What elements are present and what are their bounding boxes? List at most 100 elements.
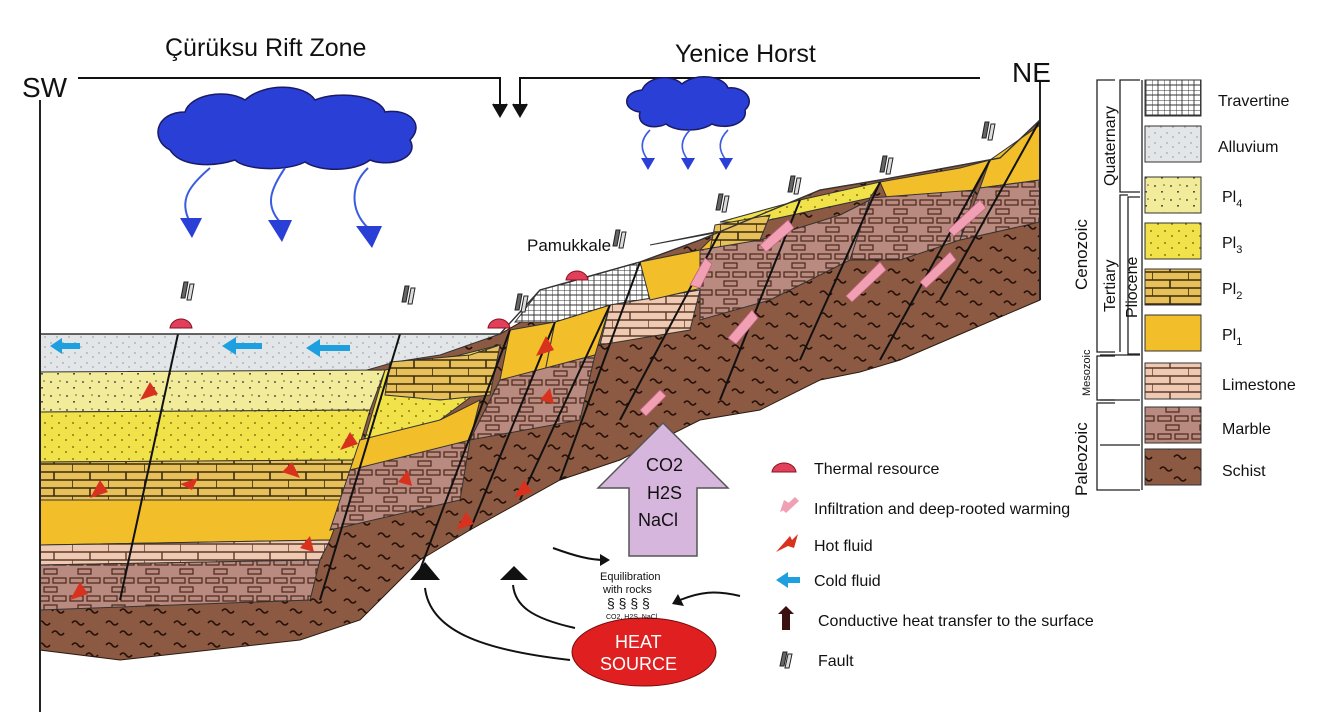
fault-symbol [787, 175, 802, 195]
era-bracket-cenozoic [1096, 79, 1115, 353]
gas-h2s-label: H2S [647, 483, 682, 503]
era-bracket-paleozoic [1096, 402, 1140, 491]
era-bracket-mesozoic [1096, 355, 1115, 401]
fault-symbol [715, 193, 730, 213]
legend-thermal-label: Thermal resource [814, 461, 939, 478]
hot-fluid-arrow [456, 512, 474, 530]
hot-fluid-arrow [398, 470, 412, 486]
heat-source-line2: SOURCE [600, 654, 677, 674]
rain-head [180, 218, 202, 238]
rain-head [641, 158, 655, 170]
pl4-layer-upper [39, 369, 386, 413]
cross-section-body [39, 80, 1041, 712]
hot-fluid-arrow [540, 388, 554, 404]
gas-upflow-arrow: CO2 H2S NaCl [596, 421, 730, 557]
heat-flow-heads [410, 554, 684, 606]
gas-nacl-label: NaCl [638, 510, 678, 530]
legend-fault-label: Fault [818, 653, 854, 670]
legend-hot-fluid-icon [776, 534, 798, 552]
thermal-resources [169, 270, 589, 329]
graben-strata [39, 333, 501, 611]
unit-label-pl4: Pl4 [1222, 189, 1242, 210]
top-brackets [78, 77, 980, 118]
legend-infiltration-label: Infiltration and deep-rooted warming [814, 501, 1070, 518]
fault-symbols [180, 121, 996, 313]
heat-flow-head [410, 562, 440, 580]
rift-zone-bracket [78, 77, 501, 110]
fault-line [559, 261, 641, 481]
equilibration-squiggles: § § § § [607, 595, 650, 611]
fault-symbol [401, 285, 416, 305]
swatch-travertine [1144, 79, 1202, 117]
unit-label-schist: Schist [1222, 463, 1266, 480]
marble-block-a [469, 354, 596, 441]
fault-line [319, 333, 401, 601]
swatch-limestone [1144, 362, 1202, 400]
unit-base: Pl [1222, 235, 1236, 252]
fault-line [469, 321, 556, 531]
marble-block-mid [329, 439, 471, 531]
cold-fluid-arrow [222, 337, 262, 355]
symbol-legend: Thermal resource Infiltration and deep-r… [771, 461, 1094, 670]
rain-left [184, 167, 369, 229]
unit-label-pl1: Pl1 [1222, 327, 1242, 348]
equilibration-small: CO2, H2S, NaCl [606, 614, 658, 621]
heat-source: HEAT SOURCE [571, 617, 717, 687]
fault-line [119, 333, 179, 601]
hot-fluid-arrows [70, 336, 554, 600]
hot-fluid-arrow [180, 478, 198, 490]
legend-infiltration-icon [780, 497, 799, 513]
fault-line [419, 329, 511, 571]
legend-fault-icon [779, 651, 793, 669]
unit-base: Limestone [1222, 377, 1296, 394]
epoch-pliocene-label: Pliocene [1124, 257, 1141, 318]
infiltration-arrow [689, 257, 713, 289]
rain-right-heads [641, 158, 733, 170]
cold-fluid-arrow [50, 338, 80, 354]
column-brackets [1096, 79, 1143, 491]
era-paleozoic-label: Paleozoic [1072, 422, 1091, 496]
cloud-left-shape [157, 86, 417, 170]
legend-cold-fluid-label: Cold fluid [814, 573, 881, 590]
legend-conductive-icon [778, 606, 794, 630]
legend-thermal-icon [771, 462, 797, 473]
horst-strata [469, 124, 1041, 441]
unit-label-travertine: Travertine [1218, 93, 1290, 110]
hot-fluid-arrow [340, 432, 358, 450]
hot-fluid-arrow [536, 336, 554, 356]
fault-line [879, 159, 991, 361]
thermal-resource-marker [169, 318, 193, 329]
rain-drop [719, 129, 729, 161]
unit-base: Pl [1222, 281, 1236, 298]
heat-source-ellipse [571, 617, 717, 687]
rain-drop [269, 167, 286, 223]
unit-label-alluvium: Alluvium [1218, 139, 1278, 156]
heat-flow-head [600, 554, 610, 566]
rain-head [719, 158, 733, 170]
swatch-pl3 [1144, 222, 1202, 260]
heat-flow-curve [552, 547, 606, 561]
heat-flow-head [500, 566, 528, 580]
cold-fluid-arrows [50, 337, 350, 357]
hot-fluid-arrow [90, 480, 108, 498]
unit-sub: 1 [1236, 336, 1242, 348]
rain-drop [353, 167, 369, 229]
swatch-pl4 [1144, 176, 1202, 214]
legend-conductive-label: Conductive heat transfer to the surface [818, 613, 1094, 630]
gas-arrow-shape [596, 421, 730, 557]
fault-line [799, 181, 881, 361]
ground-surface [40, 119, 1041, 335]
equilibration-line1: Equilibration [600, 571, 661, 583]
unit-base: Pl [1222, 189, 1236, 206]
rain-drop [681, 129, 691, 161]
fault-line [939, 119, 1041, 301]
bracket-arrow-right [512, 103, 528, 118]
rift-zone-label: Çürüksu Rift Zone [165, 34, 366, 62]
rain-head [356, 226, 382, 248]
legend-hot-fluid-label: Hot fluid [814, 538, 873, 555]
unit-base: Travertine [1218, 93, 1290, 110]
hot-fluid-arrow [300, 536, 314, 552]
rain-drop [184, 167, 211, 223]
cloud-right [626, 76, 750, 131]
cloud-left [157, 86, 417, 170]
